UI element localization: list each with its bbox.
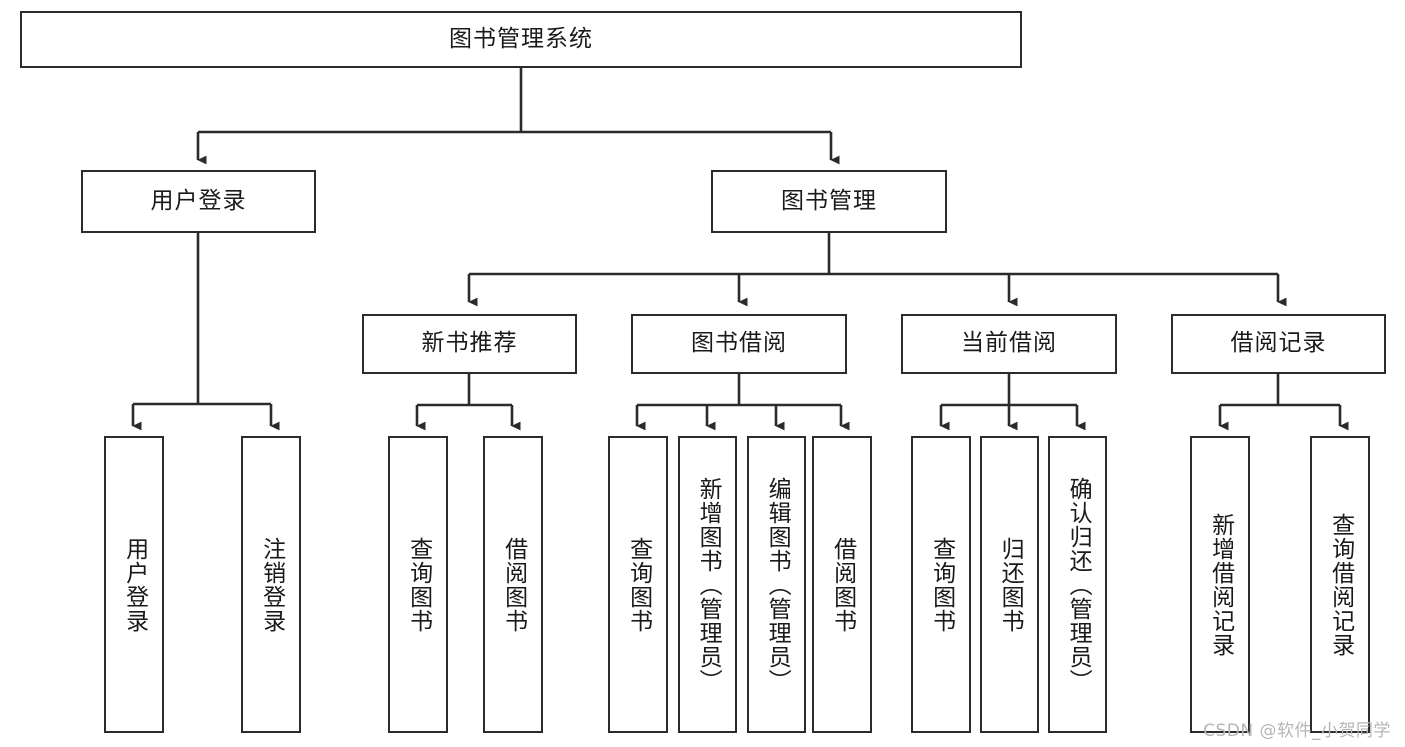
leaf-add-book-admin[interactable]: 新增图书（管理员） (678, 436, 737, 733)
node-label: 查询图书 (405, 536, 432, 633)
node-label: 新书推荐 (421, 330, 518, 357)
leaf-add-borrow-record[interactable]: 新增借阅记录 (1190, 436, 1250, 733)
node-label: 当前借阅 (961, 330, 1057, 357)
node-label: 查询借阅记录 (1327, 512, 1354, 657)
watermark-text: CSDN @软件_小贺同学 (1203, 721, 1391, 741)
node-label: 新增图书（管理员） (695, 476, 722, 693)
node-new-book-recommendation[interactable]: 新书推荐 (362, 314, 577, 374)
node-label: 注销登录 (258, 536, 285, 633)
node-label: 借阅图书 (500, 536, 527, 633)
node-label: 查询图书 (928, 536, 955, 633)
node-root-book-management-system[interactable]: 图书管理系统 (20, 11, 1022, 68)
leaf-borrow-book[interactable]: 借阅图书 (812, 436, 872, 733)
leaf-edit-book-admin[interactable]: 编辑图书（管理员） (747, 436, 806, 733)
node-label: 图书管理 (781, 187, 877, 214)
leaf-borrow-book-new[interactable]: 借阅图书 (483, 436, 543, 733)
node-label: 归还图书 (997, 536, 1024, 633)
node-label: 用户登录 (121, 536, 148, 633)
leaf-user-login[interactable]: 用户登录 (104, 436, 164, 733)
node-book-borrowing[interactable]: 图书借阅 (631, 314, 847, 374)
node-label: 新增借阅记录 (1207, 512, 1234, 657)
node-label: 查询图书 (625, 536, 652, 633)
node-label: 借阅图书 (829, 536, 856, 633)
leaf-query-book-current[interactable]: 查询图书 (911, 436, 971, 733)
leaf-query-book-borrow[interactable]: 查询图书 (608, 436, 668, 733)
leaf-query-book-new[interactable]: 查询图书 (388, 436, 448, 733)
node-label: 用户登录 (150, 187, 247, 214)
leaf-logout[interactable]: 注销登录 (241, 436, 301, 733)
leaf-query-borrow-record[interactable]: 查询借阅记录 (1310, 436, 1370, 733)
node-borrow-records[interactable]: 借阅记录 (1171, 314, 1386, 374)
node-book-management[interactable]: 图书管理 (711, 170, 947, 233)
node-current-borrowing[interactable]: 当前借阅 (901, 314, 1117, 374)
node-label: 确认归还（管理员） (1065, 476, 1092, 693)
node-label: 图书管理系统 (449, 25, 593, 52)
leaf-return-book[interactable]: 归还图书 (980, 436, 1039, 733)
node-label: 图书借阅 (691, 330, 787, 357)
node-label: 编辑图书（管理员） (764, 476, 791, 693)
node-label: 借阅记录 (1230, 330, 1327, 357)
leaf-confirm-return-admin[interactable]: 确认归还（管理员） (1048, 436, 1107, 733)
node-user-login[interactable]: 用户登录 (81, 170, 316, 233)
